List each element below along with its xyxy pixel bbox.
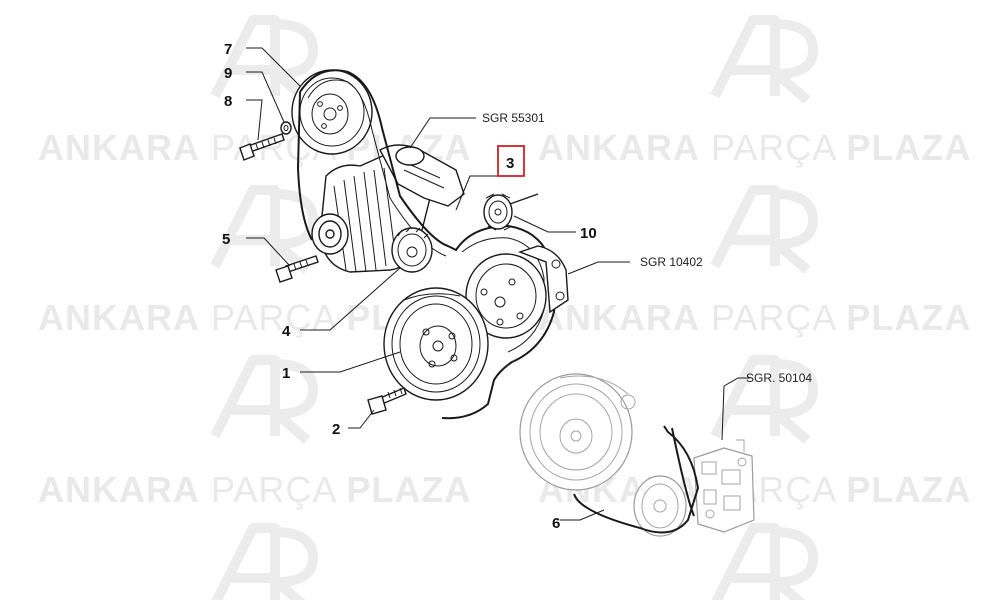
- callout-3-highlight-box: [497, 145, 525, 177]
- ac-compressor: [693, 439, 755, 533]
- svg-text:ANKARA PARÇA PLAZA: ANKARA PARÇA PLAZA: [38, 469, 471, 510]
- callout-8: 8: [224, 93, 232, 110]
- water-pump-pulley: [465, 245, 569, 339]
- reference-sgr-10402: SGR 10402: [640, 255, 703, 269]
- watermark-logo-icon: [210, 15, 818, 600]
- callout-1: 1: [282, 365, 290, 382]
- reference-sgr-50104: SGR. 50104: [746, 371, 812, 385]
- top-idler-pulley: [291, 69, 373, 155]
- svg-text:ANKARA PARÇA PLAZA: ANKARA PARÇA PLAZA: [538, 127, 971, 168]
- ac-compressor-assembly: [519, 373, 755, 537]
- crankshaft-pulley: [383, 287, 489, 401]
- wm-brand-1: ANKARA: [38, 127, 200, 168]
- reference-labels: SGR 55301 SGR 10402 SGR. 50104: [482, 111, 812, 385]
- ac-drive-belt: [573, 425, 700, 534]
- secondary-crank-pulley: [519, 373, 636, 491]
- washer-9: [280, 121, 292, 135]
- bolt-8: [239, 133, 285, 161]
- bolt-5: [275, 255, 319, 283]
- callout-10: 10: [580, 225, 597, 242]
- svg-text:ANKARA PARÇA PLAZA: ANKARA PARÇA PLAZA: [538, 297, 971, 338]
- callout-6: 6: [552, 515, 560, 532]
- callout-7: 7: [224, 41, 232, 58]
- callout-numbers: 7 9 8 5 4 1 2 3 10 6: [222, 41, 597, 532]
- bolt-2: [367, 387, 407, 415]
- callout-9: 9: [224, 65, 232, 82]
- serpentine-belt: [296, 69, 555, 420]
- callout-4: 4: [282, 323, 291, 340]
- reference-sgr-55301: SGR 55301: [482, 111, 545, 125]
- callout-2: 2: [332, 421, 340, 438]
- idler-pulley-10: [483, 193, 539, 231]
- tensioner-pulley: [391, 227, 433, 273]
- callout-5: 5: [222, 231, 230, 248]
- main-belt-assembly: [239, 69, 569, 420]
- callout-3: 3: [506, 155, 514, 172]
- compressor-pulley: [633, 475, 687, 537]
- leader-lines: [246, 47, 750, 521]
